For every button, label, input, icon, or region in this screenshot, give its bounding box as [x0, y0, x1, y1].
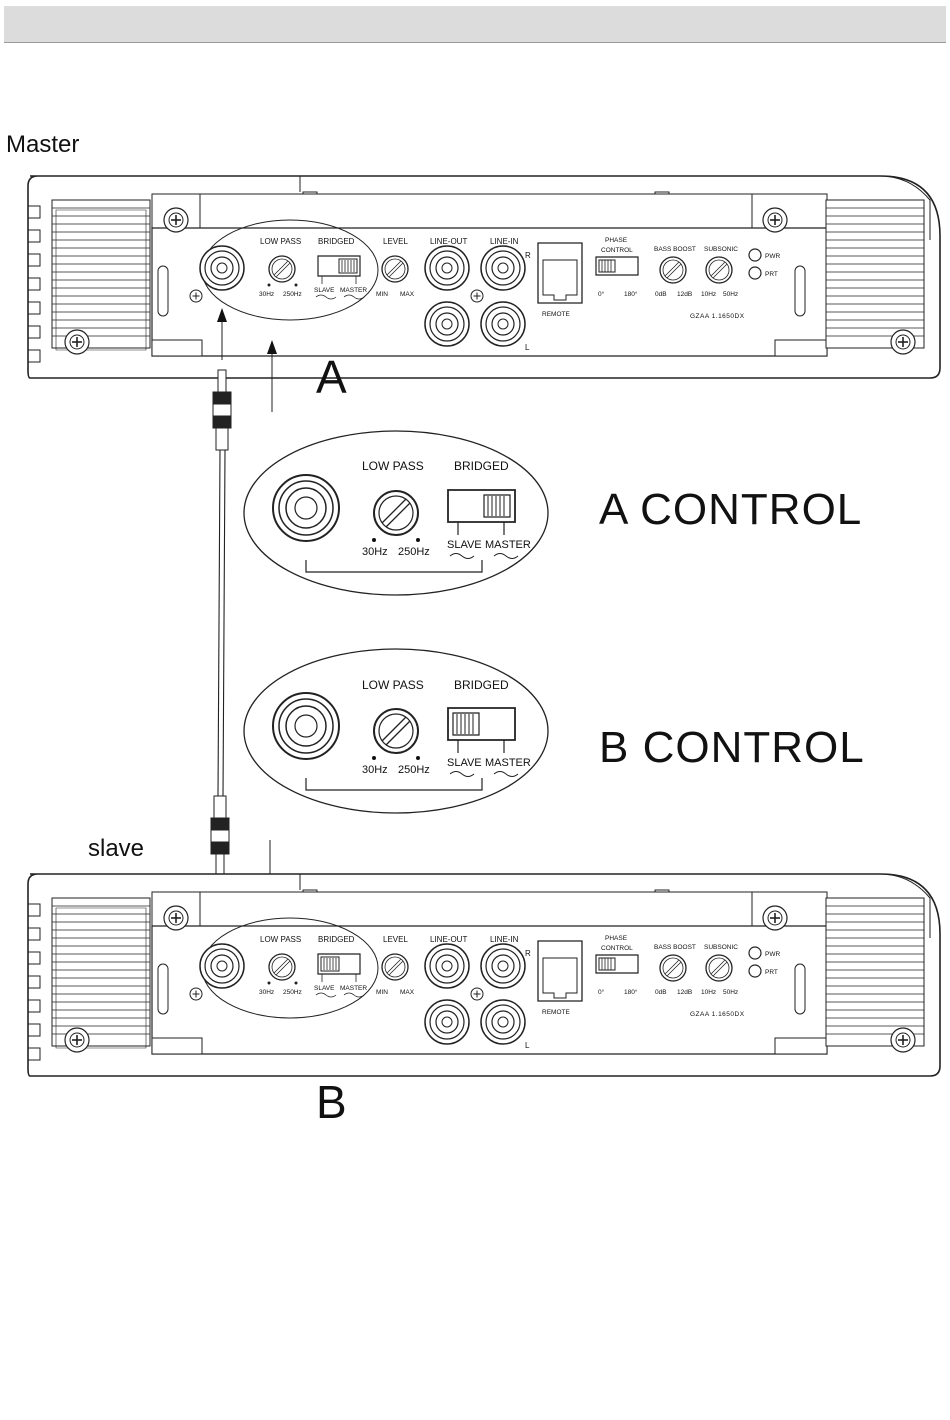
amp-b-slave: SLAVE — [314, 985, 335, 992]
amp-b-subsonic-label: SUBSONIC — [704, 944, 738, 951]
b-control-bridged: BRIDGED — [454, 678, 509, 692]
amp-a-bassboost-label: BASS BOOST — [654, 246, 696, 253]
a-control-bridged: BRIDGED — [454, 459, 509, 473]
amp-b-phase-2: CONTROL — [601, 945, 633, 952]
slave-label: slave — [88, 835, 144, 862]
amp-b-r: R — [525, 949, 531, 958]
amp-a-30hz: 30Hz — [259, 291, 274, 298]
amp-a-pwr: PWR — [765, 253, 780, 260]
amp-b-phase-1: PHASE — [605, 935, 628, 942]
amp-b-bassboost-label: BASS BOOST — [654, 944, 696, 951]
amp-b-bridged-label: BRIDGED — [318, 935, 355, 944]
amp-a-250hz: 250Hz — [283, 291, 302, 298]
rca-cable — [211, 370, 231, 878]
amp-a-subsonic-label: SUBSONIC — [704, 246, 738, 253]
amp-a-r: R — [525, 251, 531, 260]
b-control-30hz: 30Hz — [362, 764, 388, 776]
amp-a-linein-label: LINE-IN — [490, 237, 519, 246]
master-label: Master — [6, 131, 79, 158]
amp-a-180deg: 180° — [624, 290, 638, 298]
amp-b-0db: 0dB — [655, 989, 667, 996]
amp-a-phase-1: PHASE — [605, 237, 628, 244]
amp-a-lineout-label: LINE-OUT — [430, 237, 467, 246]
amp-b-0deg: 0° — [598, 988, 605, 996]
amp-b-10hz: 10Hz — [701, 989, 716, 996]
amp-b-model: GZAA 1.1650DX — [690, 1011, 745, 1018]
b-control-lowpass: LOW PASS — [362, 678, 424, 692]
amp-b-50hz: 50Hz — [723, 989, 738, 996]
amp-b-min: MIN — [376, 989, 388, 996]
amp-a-0db: 0dB — [655, 291, 667, 298]
amp-b-letter: B — [316, 1076, 347, 1128]
a-control-250hz: 250Hz — [398, 546, 430, 558]
amp-a-0deg: 0° — [598, 290, 605, 298]
b-control-detail: LOW PASS 30Hz 250Hz BRIDGED SLAVE MASTER — [244, 649, 548, 813]
amplifier-slave: LOW PASS 30Hz 250Hz BRIDGED SLAVE MASTER… — [28, 874, 940, 1076]
b-control-250hz: 250Hz — [398, 764, 430, 776]
amp-a-l: L — [525, 343, 530, 352]
amp-b-max: MAX — [400, 989, 415, 996]
amp-b-180deg: 180° — [624, 988, 638, 996]
a-control-30hz: 30Hz — [362, 546, 388, 558]
amp-b-level-label: LEVEL — [383, 935, 408, 944]
amp-b-l: L — [525, 1041, 530, 1050]
amp-a-slave: SLAVE — [314, 287, 335, 294]
amp-a-phase-2: CONTROL — [601, 247, 633, 254]
amp-a-bridged-label: BRIDGED — [318, 237, 355, 246]
amp-a-remote: REMOTE — [542, 311, 570, 318]
amp-b-lowpass-label: LOW PASS — [260, 935, 301, 944]
amp-b-30hz: 30Hz — [259, 989, 274, 996]
amp-b-linein-label: LINE-IN — [490, 935, 519, 944]
b-control-master: MASTER — [485, 757, 531, 769]
a-control-title: A CONTROL — [599, 485, 862, 534]
amp-a-min: MIN — [376, 291, 388, 298]
amp-b-250hz: 250Hz — [283, 989, 302, 996]
header-bar — [4, 6, 946, 43]
amp-a-master: MASTER — [340, 287, 367, 294]
b-control-title: B CONTROL — [599, 723, 865, 772]
b-control-slave: SLAVE — [447, 757, 482, 769]
amp-a-prt: PRT — [765, 271, 778, 278]
amp-b-prt: PRT — [765, 969, 778, 976]
amp-a-max: MAX — [400, 291, 415, 298]
a-control-slave: SLAVE — [447, 539, 482, 551]
amp-b-12db: 12dB — [677, 989, 692, 996]
amp-a-model: GZAA 1.1650DX — [690, 313, 745, 320]
amplifier-master: LOW PASS 30Hz 250Hz BRIDGED SLAVE MASTER… — [28, 176, 940, 378]
a-control-master: MASTER — [485, 539, 531, 551]
amp-b-lineout-label: LINE-OUT — [430, 935, 467, 944]
amp-b-remote: REMOTE — [542, 1009, 570, 1016]
amp-a-level-label: LEVEL — [383, 237, 408, 246]
a-control-detail: LOW PASS 30Hz 250Hz BRIDGED SLAVE MASTER — [244, 431, 548, 595]
amp-a-lowpass-label: LOW PASS — [260, 237, 301, 246]
a-control-lowpass: LOW PASS — [362, 459, 424, 473]
amp-a-10hz: 10Hz — [701, 291, 716, 298]
amp-b-master: MASTER — [340, 985, 367, 992]
amp-a-12db: 12dB — [677, 291, 692, 298]
amp-a-letter: A — [316, 351, 347, 403]
amp-a-50hz: 50Hz — [723, 291, 738, 298]
amp-b-pwr: PWR — [765, 951, 780, 958]
